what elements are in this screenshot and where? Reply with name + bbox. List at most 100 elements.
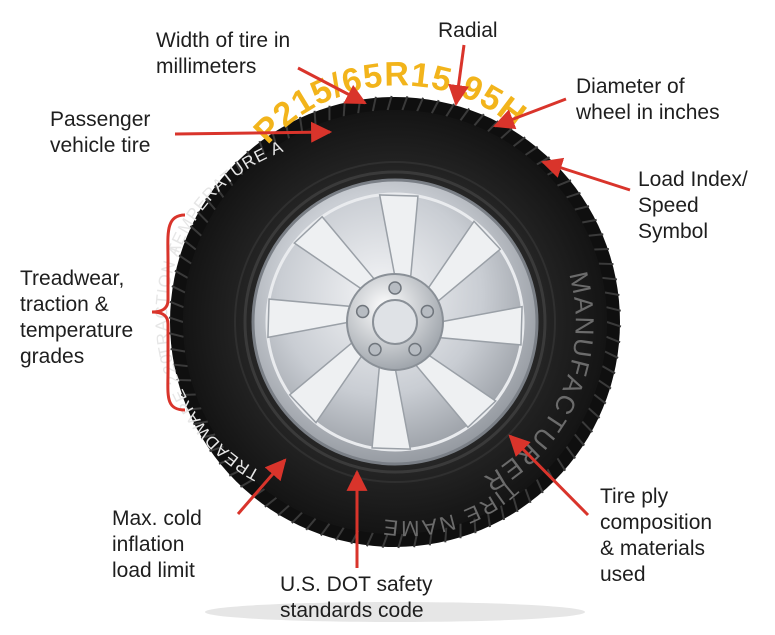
tread-groove xyxy=(234,161,244,176)
callout-dot-line-1: U.S. DOT safety xyxy=(280,573,433,596)
tread-groove xyxy=(430,99,440,114)
arrow-width xyxy=(297,66,367,105)
tread-groove xyxy=(486,512,491,528)
callout-width: Width of tire in millimeters xyxy=(156,28,290,80)
tread-groove xyxy=(535,479,544,494)
lug-nut xyxy=(420,304,435,319)
tread-groove xyxy=(565,446,576,460)
tread-groove xyxy=(299,116,304,132)
tread-groove xyxy=(189,225,202,237)
arrow-load-index xyxy=(541,157,631,192)
sidewall-ring xyxy=(234,161,556,483)
callout-dot: U.S. DOT safety standards code xyxy=(280,572,433,624)
tread-groove xyxy=(209,445,224,453)
tread-groove xyxy=(500,505,506,521)
callout-grades-line-2: traction & xyxy=(20,293,109,316)
tread-groove xyxy=(602,276,618,281)
callout-inflation: Max. cold inflation load limit xyxy=(112,506,202,584)
tread-groove xyxy=(582,218,597,224)
callout-inflation-line-2: inflation xyxy=(112,533,185,556)
arrow-passenger xyxy=(174,121,333,143)
callout-ply-line-4: used xyxy=(600,563,646,586)
tread-groove xyxy=(604,291,620,297)
tread-groove xyxy=(169,300,184,309)
tread-groove xyxy=(512,497,519,513)
tread-groove xyxy=(459,107,470,121)
tread-groove xyxy=(401,95,409,111)
tread-groove xyxy=(588,233,604,237)
tread-groove xyxy=(598,379,612,390)
tread-groove xyxy=(606,335,621,344)
lug-nut xyxy=(355,304,370,319)
callout-radial-line-1: Radial xyxy=(438,19,498,42)
tread-groove xyxy=(365,532,374,547)
tread-groove xyxy=(170,347,186,353)
tread-groove xyxy=(473,113,485,127)
callout-ply: Tire ply composition & materials used xyxy=(600,484,712,588)
callout-inflation-line-1: Max. cold xyxy=(112,507,202,530)
callout-grades: Treadwear, traction & temperature grades xyxy=(20,266,133,370)
tire: P215/65R15 95H TREADWARE 220 TRACTION A … xyxy=(152,55,622,622)
tread-groove xyxy=(193,420,208,426)
tread-groove xyxy=(397,533,404,549)
tread-groove xyxy=(271,131,278,147)
tread-groove xyxy=(574,205,590,211)
tread-groove xyxy=(172,363,188,368)
lug-nuts xyxy=(355,281,435,357)
callout-diameter: Diameter of wheel in inches xyxy=(576,74,720,126)
tread-groove xyxy=(500,127,513,140)
callout-inflation-line-3: load limit xyxy=(112,559,195,582)
tread-groove xyxy=(305,517,317,531)
callout-load-index-line-1: Load Index/ xyxy=(638,168,748,191)
tread-groove xyxy=(581,420,594,433)
tread-groove xyxy=(386,95,393,111)
arrow-radial xyxy=(448,44,469,107)
tread-groove xyxy=(416,97,425,112)
tread-groove xyxy=(200,433,216,439)
tread-blocks xyxy=(168,95,622,549)
callout-radial: Radial xyxy=(438,18,498,44)
tread-groove xyxy=(223,172,234,187)
callout-width-line-1: Width of tire in xyxy=(156,29,291,52)
arrow-diameter xyxy=(493,97,567,130)
tread-groove xyxy=(291,511,303,524)
tread-groove xyxy=(168,316,184,323)
tread-groove xyxy=(181,393,196,397)
tread-groove xyxy=(228,468,243,477)
callout-arrows xyxy=(174,44,631,568)
grades-bracket xyxy=(151,213,186,412)
callout-passenger-line-1: Passenger xyxy=(50,108,151,131)
lug-nut xyxy=(388,281,402,295)
tread-groove xyxy=(524,145,539,156)
tread-groove xyxy=(566,191,581,199)
tread-groove xyxy=(174,269,189,279)
tread-groove xyxy=(196,211,209,224)
tread-groove xyxy=(413,532,419,548)
tread-groove xyxy=(594,247,609,251)
tread-groove xyxy=(593,393,607,405)
tread-groove xyxy=(601,365,616,375)
tire-shadow xyxy=(205,602,585,622)
tread-groove xyxy=(239,478,254,488)
tread-groove xyxy=(381,533,389,549)
tread-groove xyxy=(183,239,197,251)
callout-width-line-2: millimeters xyxy=(156,55,257,78)
tread-groove xyxy=(264,496,278,508)
tread-groove xyxy=(335,527,345,541)
tread-groove xyxy=(342,101,346,117)
callout-load-index: Load Index/ Speed Symbol xyxy=(638,167,748,245)
tread-groove xyxy=(604,350,619,359)
callout-diameter-line-1: Diameter of xyxy=(576,75,685,98)
tread-groove xyxy=(246,150,255,165)
tread-groove xyxy=(214,184,225,198)
tread-groove xyxy=(205,197,216,211)
callout-diameter-line-2: wheel in inches xyxy=(576,101,720,124)
tread-groove xyxy=(556,457,567,472)
tread-groove xyxy=(218,457,233,465)
tread-groove xyxy=(171,285,186,294)
center-cap xyxy=(372,299,418,345)
tread-groove xyxy=(178,254,192,265)
callout-ply-line-3: & materials xyxy=(600,537,706,560)
callout-passenger-line-2: vehicle tire xyxy=(50,134,151,157)
